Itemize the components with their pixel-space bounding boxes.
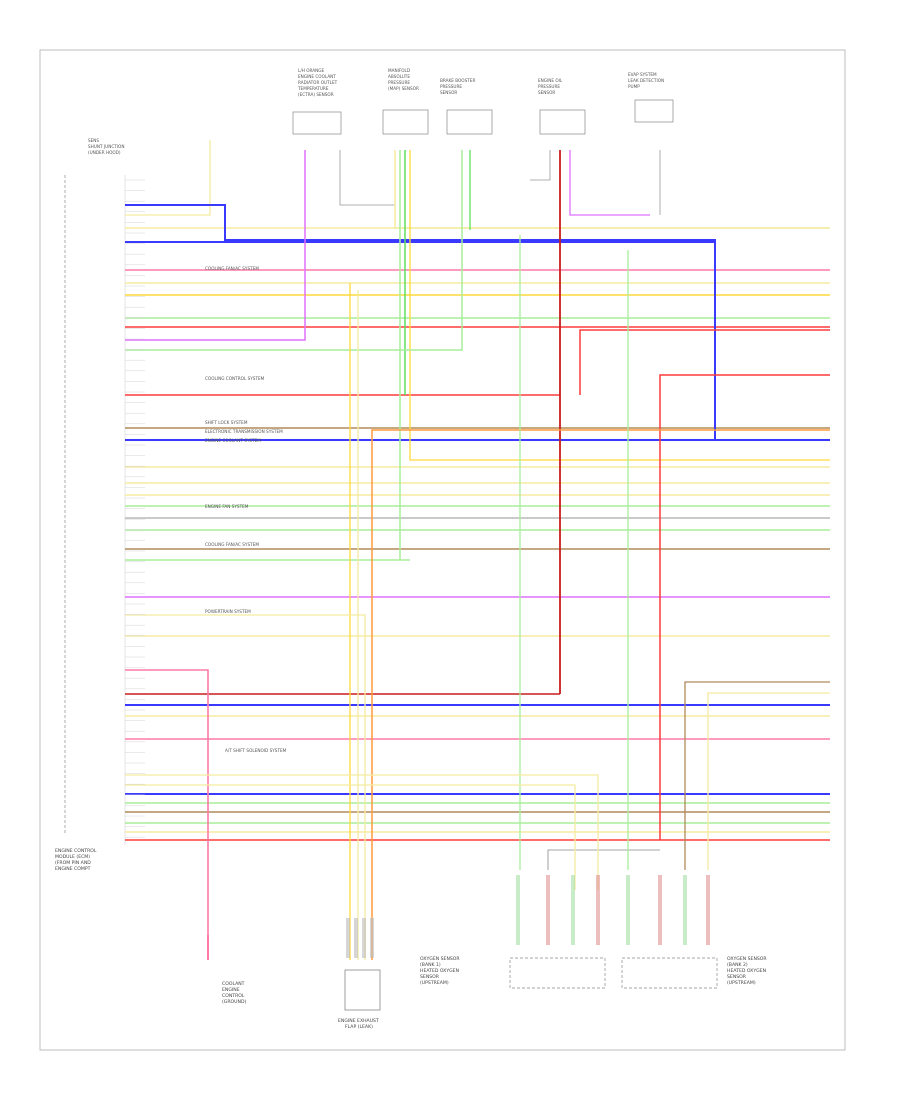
sysref-9: A/T SHIFT SOLENOID SYSTEM [225, 748, 287, 753]
wire-o2b-4 [707, 692, 830, 870]
wire-ect-violet [125, 150, 306, 341]
svg-text:ENGINE: ENGINE [222, 987, 240, 993]
flap-connector-pin [354, 918, 358, 958]
svg-text:(UPSTREAM): (UPSTREAM) [727, 980, 756, 986]
svg-text:PRESSURE: PRESSURE [538, 84, 560, 89]
ecm-label-3: (FROM PIN AND [55, 860, 91, 866]
wire-orange [371, 429, 830, 960]
svg-text:(BANK 2): (BANK 2) [727, 962, 748, 968]
svg-text:ENGINE EXHAUST: ENGINE EXHAUST [338, 1018, 379, 1024]
svg-text:MANIFOLD: MANIFOLD [388, 68, 410, 73]
sysref-3: SHIFT LOCK SYSTEM [205, 420, 248, 425]
sensor-connector-pin [596, 875, 600, 945]
wire-oil-3 [569, 150, 650, 216]
svg-text:PUMP: PUMP [628, 84, 640, 89]
sysref-4: ELECTRONIC TRANSMISSION SYSTEM [205, 429, 283, 434]
svg-text:FLAP (LEAK): FLAP (LEAK) [345, 1024, 373, 1030]
svg-text:(MAP) SENSOR: (MAP) SENSOR [388, 86, 419, 91]
sensor-connector-pin [658, 875, 662, 945]
svg-text:SENSOR: SENSOR [420, 974, 440, 980]
svg-text:RADIATOR OUTLET: RADIATOR OUTLET [298, 80, 338, 85]
sensor-connector-pin [706, 875, 710, 945]
top-component-2: MANIFOLD ABSOLUTE PRESSURE (MAP) SENSOR [382, 68, 429, 135]
bottom-component-3: OXYGEN SENSOR (BANK 1) HEATED OXYGEN SEN… [420, 956, 606, 989]
small-comp-label: SENS [88, 138, 99, 143]
svg-text:ENGINE COOLANT: ENGINE COOLANT [298, 74, 336, 79]
sensor-connector-pin [683, 875, 687, 945]
wire-red-riser [579, 329, 830, 395]
top-component-3: BRAKE BOOSTER PRESSURE SENSOR [440, 78, 493, 135]
svg-text:BRAKE BOOSTER: BRAKE BOOSTER [440, 78, 475, 83]
ecm-label-2: MODULE (ECM) [55, 854, 90, 860]
wire-oil-1 [530, 150, 551, 181]
wire-harness [125, 140, 830, 960]
wire-o2b-3 [684, 681, 830, 870]
sysref-7: COOLING FAN/AC SYSTEM [205, 542, 259, 547]
wire-blue-loop [125, 204, 830, 441]
sysref-8: POWERTRAIN SYSTEM [205, 609, 251, 614]
svg-text:HEATED OXYGEN: HEATED OXYGEN [420, 968, 459, 974]
svg-text:CONTROL: CONTROL [222, 993, 245, 999]
svg-text:L/H ORANGE: L/H ORANGE [298, 68, 325, 73]
diagram-border [39, 49, 846, 1051]
svg-text:SENSOR: SENSOR [727, 974, 747, 980]
svg-text:(UPSTREAM): (UPSTREAM) [420, 980, 449, 986]
wire-pink-ground [125, 669, 209, 940]
wire-map-4 [409, 150, 830, 461]
flap-connector-pin [362, 918, 366, 958]
svg-text:EVAP SYSTEM: EVAP SYSTEM [628, 72, 657, 77]
wire-o2-2 [547, 849, 660, 870]
svg-text:(GROUND): (GROUND) [222, 999, 246, 1005]
svg-text:ENGINE OIL: ENGINE OIL [538, 78, 563, 83]
sysref-1: COOLING FAN/AC SYSTEM [205, 266, 259, 271]
wire-ect-shield [339, 150, 395, 206]
flap-connector-pin [370, 918, 374, 958]
ecm-label-1: ENGINE CONTROL [55, 848, 97, 854]
top-component-1: L/H ORANGE ENGINE COOLANT RADIATOR OUTLE… [292, 68, 342, 135]
sensor-connector-pin [626, 875, 630, 945]
svg-text:OXYGEN SENSOR: OXYGEN SENSOR [420, 956, 460, 962]
ecm-pin-labels [125, 179, 145, 838]
sensor-connector-pin [571, 875, 575, 945]
wire-o2-3 [125, 784, 576, 890]
svg-text:ABSOLUTE: ABSOLUTE [388, 74, 410, 79]
svg-text:PRESSURE: PRESSURE [388, 80, 410, 85]
svg-text:(BANK 1): (BANK 1) [420, 962, 441, 968]
bottom-component-1: COOLANT ENGINE CONTROL (GROUND) [207, 935, 246, 1005]
svg-text:PRESSURE: PRESSURE [440, 84, 462, 89]
wire-red-2 [659, 374, 830, 840]
svg-text:OXYGEN SENSOR: OXYGEN SENSOR [727, 956, 767, 962]
sysref-5: ENGINE COOLANT SYSTEM [205, 438, 261, 443]
svg-text:TEMPERATURE: TEMPERATURE [297, 86, 329, 91]
svg-text:SENSOR: SENSOR [538, 90, 555, 95]
top-component-4: ENGINE OIL PRESSURE SENSOR [538, 78, 586, 135]
svg-text:COOLANT: COOLANT [222, 981, 245, 987]
wire-map-1 [394, 150, 830, 229]
wire-o2-4 [125, 774, 599, 890]
flap-connector-pin [346, 918, 350, 958]
sysref-6: ENGINE FAN SYSTEM [205, 504, 249, 509]
wire-lyellow-2 [125, 614, 366, 960]
svg-text:(ECTRA) SENSOR: (ECTRA) SENSOR [298, 92, 334, 97]
bottom-component-2: ENGINE EXHAUST FLAP (LEAK) [338, 969, 381, 1030]
small-comp-label-3: (UNDER HOOD) [88, 150, 121, 155]
sysref-2: COOLING CONTROL SYSTEM [205, 376, 265, 381]
svg-text:SENSOR: SENSOR [440, 90, 457, 95]
wire-small-comp [125, 140, 211, 216]
small-comp-label-2: SHUNT JUNCTION [88, 144, 124, 149]
wire-bb-1 [125, 150, 463, 351]
sensor-connector-pin [516, 875, 520, 945]
ecm-label-4: ENGINE COMPT [55, 866, 91, 872]
bottom-component-4: OXYGEN SENSOR (BANK 2) HEATED OXYGEN SEN… [621, 956, 767, 989]
top-component-5: EVAP SYSTEM LEAK DETECTION PUMP [628, 72, 674, 123]
sensor-connector-pin [546, 875, 550, 945]
svg-text:HEATED OXYGEN: HEATED OXYGEN [727, 968, 766, 974]
svg-text:LEAK DETECTION: LEAK DETECTION [628, 78, 664, 83]
